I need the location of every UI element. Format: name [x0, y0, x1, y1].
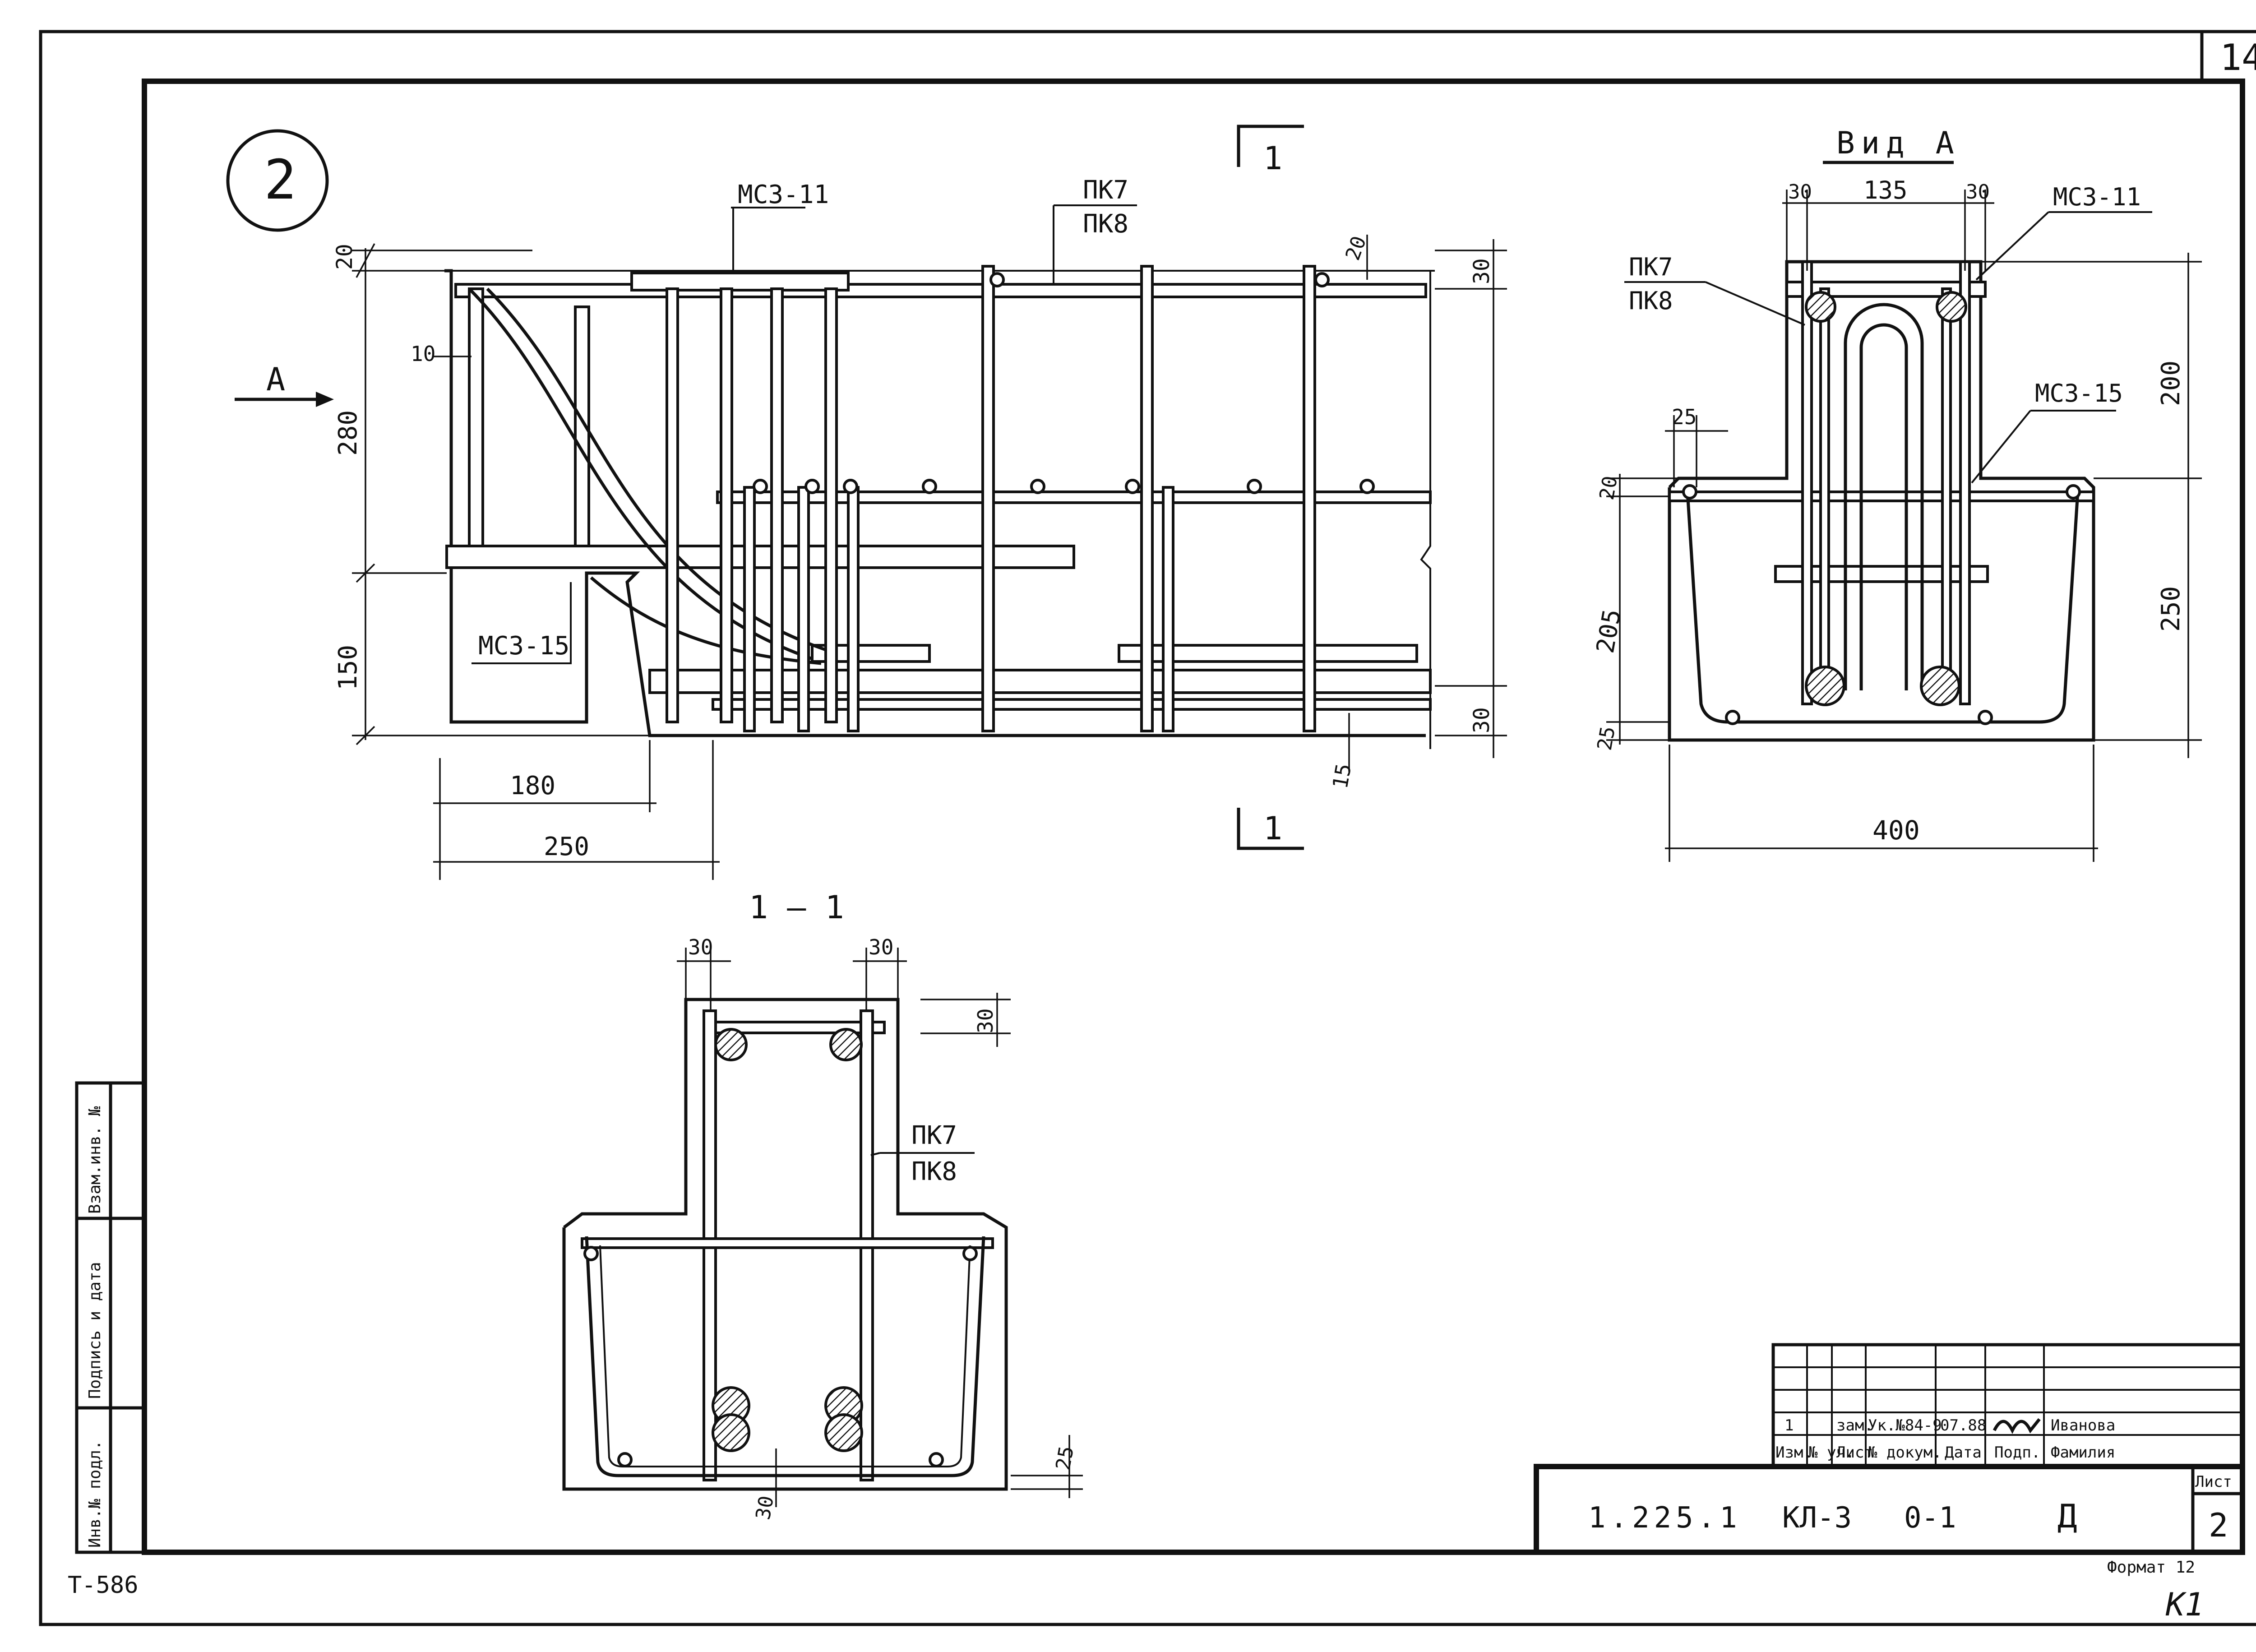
rev-date: 07.88: [1940, 1416, 1986, 1435]
title-block: 1 зам. Ук.№84-9 07.88 Иванова Изм. № уч.…: [1534, 1343, 2245, 1555]
hdr-name: Фамилия: [2051, 1444, 2115, 1462]
section-dimensions: 30 30 30 25 30: [677, 935, 1083, 1522]
issue: 0-1: [1904, 1501, 1956, 1535]
dim-height-upper: 280: [333, 410, 363, 456]
view-a-dim-bottom-25: 25: [1593, 725, 1620, 752]
letter: Д: [2057, 1497, 2077, 1535]
view-a-callout-pk7: ПК7: [1629, 253, 1673, 281]
rev-doc: Ук.№84-9: [1868, 1416, 1942, 1435]
hdr-doc: № докум.: [1868, 1444, 1942, 1462]
callout-pk8: ПК8: [1083, 209, 1128, 239]
section-marker-bottom: 1: [1263, 810, 1282, 847]
section-dim-right-top: 30: [973, 1009, 998, 1033]
corner-number: 14: [2220, 37, 2256, 79]
side-stamp: Взам.инв. № Подпись и дата Инв.№ подл.: [75, 1081, 146, 1554]
hdr-sheet: Лист: [1836, 1444, 1873, 1462]
stamp-field-inventory: Инв.№ подл.: [86, 1440, 104, 1548]
view-a-dim-height-200: 200: [2156, 361, 2186, 406]
sheet-label: Лист: [2195, 1473, 2232, 1491]
section-1-1: 1 — 1 ПК7 ПК8 30: [562, 889, 1083, 1522]
callout-pk7: ПК7: [1083, 176, 1128, 205]
rev-action: зам.: [1836, 1416, 1873, 1435]
dim-bottom-cover: 15: [1328, 762, 1356, 791]
svg-text:2: 2: [264, 149, 296, 212]
dim-length-250: 250: [544, 832, 589, 861]
callout-mc3-11: МС3-11: [738, 180, 829, 209]
section-dim-bottom-center: 30: [752, 1494, 778, 1522]
view-arrow-label: А: [266, 361, 285, 398]
rev-name: Иванова: [2051, 1416, 2115, 1435]
detail-number: 2: [226, 129, 329, 232]
series: КЛ-3: [1782, 1501, 1852, 1535]
section-marker-top: 1: [1263, 140, 1282, 177]
section-dim-top-left: 30: [688, 935, 713, 959]
view-a-dim-height-250: 250: [2156, 586, 2186, 632]
dim-right-top: 30: [1469, 258, 1494, 284]
dim-height-lower: 150: [333, 645, 363, 690]
view-a-callout-mc3-15: МС3-15: [2035, 379, 2123, 407]
dim-top-cover: 20: [332, 244, 357, 270]
dim-right-bottom: 30: [1469, 707, 1494, 733]
format-label: Формат 12: [2107, 1558, 2195, 1577]
section-dim-top-right: 30: [869, 935, 893, 959]
view-a-dim-width-400: 400: [1872, 815, 1920, 846]
main-view: 1 1 А МС3-11 ПК7 ПК8 МС3-15 20: [235, 125, 1507, 880]
view-a-dim-height-205: 205: [1591, 607, 1627, 655]
view-a-title: Вид А: [1836, 125, 1960, 161]
view-a-dim-top-right: 30: [1966, 180, 1990, 204]
hdr-item: № уч.: [1808, 1444, 1854, 1462]
view-a-dim-cover-20: 20: [1595, 474, 1622, 502]
view-a-callout-mc3-11: МС3-11: [2053, 183, 2141, 211]
sheet-number: 2: [2209, 1506, 2228, 1544]
view-a: Вид А ПК7 ПК8 МС3-11: [1591, 125, 2202, 862]
designation: 1.225.1: [1588, 1501, 1742, 1535]
view-a-dim-top-mid: 135: [1863, 176, 1908, 204]
dim-left-offset: 10: [411, 342, 435, 366]
view-a-dim-top-left: 30: [1788, 180, 1812, 204]
section-1-1-title: 1 — 1: [749, 889, 844, 926]
dim-length-180: 180: [510, 771, 555, 801]
copyist-mark: К1: [2165, 1586, 2204, 1623]
view-a-dim-offset-25: 25: [1672, 405, 1697, 429]
hdr-sign: Подп.: [1994, 1444, 2040, 1462]
callout-mc3-15: МС3-15: [478, 631, 569, 661]
archive-code: Т-586: [68, 1572, 139, 1599]
view-a-dimensions: 30 135 30 25 20 205 25 200 250 400: [1591, 176, 2202, 862]
stamp-field-signature: Подпись и дата: [86, 1262, 104, 1399]
view-a-callout-pk8: ПК8: [1629, 287, 1673, 315]
section-callout-pk7: ПК7: [911, 1121, 957, 1150]
hdr-date: Дата: [1945, 1444, 1982, 1462]
rev-number: 1: [1784, 1416, 1794, 1435]
hdr-change: Изм.: [1775, 1444, 1812, 1462]
section-dim-bottom-right: 25: [1052, 1444, 1078, 1472]
sheet-frame: 14: [39, 30, 2256, 1626]
stamp-field-replace: Взам.инв. №: [86, 1106, 104, 1214]
section-callout-pk8: ПК8: [911, 1157, 957, 1186]
rev-signature: [1992, 1418, 2041, 1434]
